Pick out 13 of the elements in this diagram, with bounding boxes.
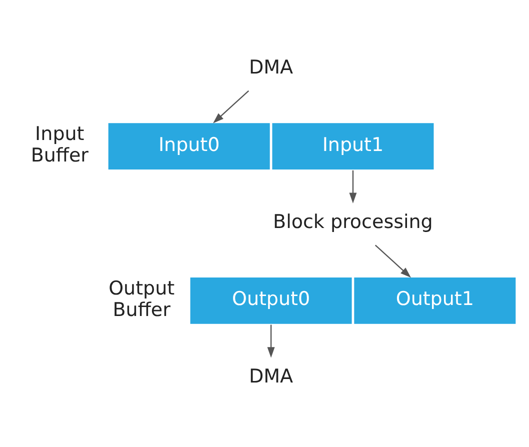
arrow bbox=[349, 170, 357, 204]
node-text: DMA bbox=[249, 365, 294, 388]
label: Input Buffer bbox=[30, 123, 88, 167]
node-box: Output0 bbox=[189, 276, 353, 326]
arrow bbox=[267, 324, 275, 358]
node-box: Input1 bbox=[271, 122, 435, 171]
arrow bbox=[213, 90, 250, 124]
node-box: Output1 bbox=[352, 276, 517, 326]
node-box: Input0 bbox=[107, 122, 272, 171]
node-text: Block processing bbox=[273, 211, 433, 234]
arrow bbox=[374, 244, 411, 278]
node-text: DMA bbox=[249, 56, 294, 79]
label: Output Buffer bbox=[108, 278, 175, 321]
